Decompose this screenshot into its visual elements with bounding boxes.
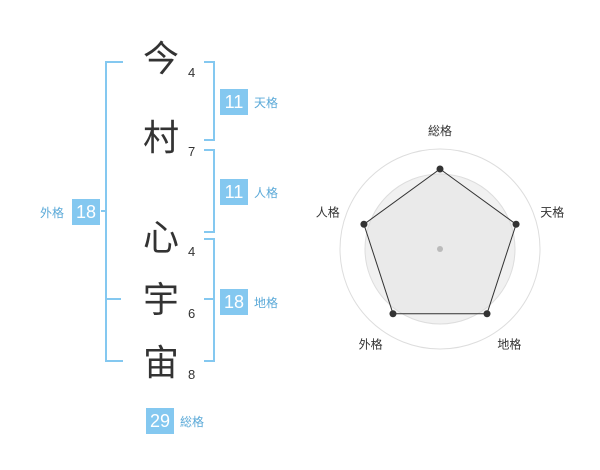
gaikaku-bracket-connector bbox=[101, 210, 105, 212]
radar-axis-label-2: 地格 bbox=[497, 337, 521, 352]
radar-point-4 bbox=[360, 220, 368, 228]
radar-axis-label-0: 総格 bbox=[428, 123, 452, 138]
radar-point-1 bbox=[512, 220, 520, 228]
chikaku-bracket bbox=[204, 238, 215, 362]
stroke-count-4: 6 bbox=[188, 306, 196, 321]
gaikaku-label: 外格 bbox=[40, 206, 65, 220]
name-char-1: 今 bbox=[143, 39, 180, 80]
radar-center-dot bbox=[437, 246, 443, 252]
name-char-4: 宇 bbox=[143, 280, 180, 321]
gaikaku-bracket bbox=[105, 61, 123, 362]
jinkaku-value: 11 bbox=[220, 179, 248, 205]
tenkaku-bracket bbox=[204, 61, 215, 141]
jinkaku-bracket bbox=[204, 149, 215, 233]
radar-ring-4 bbox=[339, 148, 541, 350]
chikaku-bracket-tick bbox=[204, 298, 213, 300]
tenkaku-value: 11 bbox=[220, 89, 248, 115]
jinkaku-label: 人格 bbox=[254, 186, 279, 200]
tenkaku-label: 天格 bbox=[254, 96, 279, 110]
chikaku-label: 地格 bbox=[254, 296, 279, 310]
radar-points bbox=[360, 165, 520, 318]
name-char-3: 心 bbox=[143, 218, 180, 259]
radar-point-2 bbox=[483, 310, 491, 318]
radar-axis-label-1: 天格 bbox=[540, 205, 564, 220]
soukaku-value: 29 bbox=[146, 408, 174, 434]
stroke-count-3: 4 bbox=[188, 244, 196, 259]
soukaku-label: 総格 bbox=[180, 415, 205, 429]
radar-axis-label-3: 外格 bbox=[359, 337, 383, 352]
gaikaku-bracket-tick bbox=[105, 298, 121, 300]
name-char-2: 村 bbox=[143, 118, 180, 159]
radar-polygon bbox=[363, 168, 517, 315]
stroke-count-2: 7 bbox=[188, 144, 196, 159]
radar-point-3 bbox=[389, 310, 397, 318]
radar-axis-label-4: 人格 bbox=[316, 205, 340, 220]
name-char-5: 宙 bbox=[143, 343, 180, 384]
gaikaku-value: 18 bbox=[72, 199, 100, 225]
stroke-count-5: 8 bbox=[188, 367, 196, 382]
chikaku-value: 18 bbox=[220, 289, 248, 315]
stroke-count-1: 4 bbox=[188, 65, 196, 80]
radar-point-0 bbox=[436, 165, 444, 173]
